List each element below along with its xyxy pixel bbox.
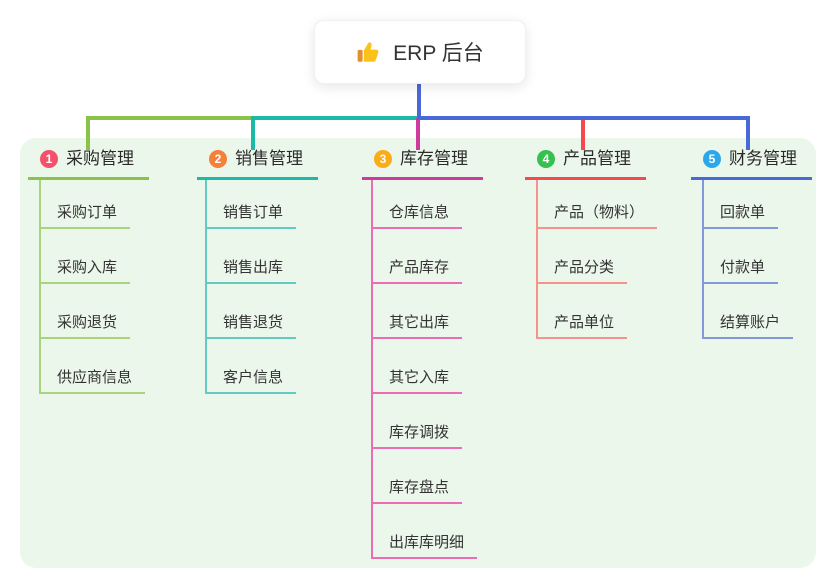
child-item[interactable]: 库存调拨	[373, 394, 463, 449]
child-item[interactable]: 其它出库	[373, 284, 463, 339]
child-item[interactable]: 产品分类	[538, 229, 628, 284]
child-item[interactable]: 采购退货	[41, 284, 131, 339]
branch-label: 库存管理	[400, 149, 468, 168]
child-item[interactable]: 采购订单	[41, 180, 131, 229]
branch-finance-title[interactable]: 5 财务管理	[691, 148, 812, 180]
child-item[interactable]: 结算账户	[704, 284, 794, 339]
child-item[interactable]: 库存盘点	[373, 449, 463, 504]
branch-label: 销售管理	[235, 149, 303, 168]
badge-2: 2	[209, 150, 227, 168]
branch-inventory: 3 库存管理 仓库信息 产品库存 其它出库 其它入库 库存调拨 库存盘点 出库库…	[362, 148, 483, 559]
child-item[interactable]: 回款单	[704, 180, 779, 229]
branch-label: 产品管理	[563, 149, 631, 168]
branch-inventory-title[interactable]: 3 库存管理	[362, 148, 483, 180]
child-item[interactable]: 其它入库	[373, 339, 463, 394]
branch-product: 4 产品管理 产品（物料） 产品分类 产品单位	[525, 148, 658, 339]
child-item[interactable]: 产品单位	[538, 284, 628, 339]
branch-label: 采购管理	[66, 149, 134, 168]
branch-finance-children: 回款单 付款单 结算账户	[702, 180, 794, 339]
child-item[interactable]: 客户信息	[207, 339, 297, 394]
branch-label: 财务管理	[729, 149, 797, 168]
child-item[interactable]: 采购入库	[41, 229, 131, 284]
badge-1: 1	[40, 150, 58, 168]
branch-finance: 5 财务管理 回款单 付款单 结算账户	[691, 148, 812, 339]
child-item[interactable]: 付款单	[704, 229, 779, 284]
child-item[interactable]: 仓库信息	[373, 180, 463, 229]
branch-procurement: 1 采购管理 采购订单 采购入库 采购退货 供应商信息	[28, 148, 149, 394]
thumbs-up-icon	[357, 42, 379, 62]
root-node[interactable]: ERP 后台	[314, 20, 526, 84]
branch-sales-title[interactable]: 2 销售管理	[197, 148, 318, 180]
branches-panel	[20, 138, 816, 568]
child-item[interactable]: 供应商信息	[41, 339, 146, 394]
branch-sales: 2 销售管理 销售订单 销售出库 销售退货 客户信息	[197, 148, 318, 394]
badge-3: 3	[374, 150, 392, 168]
badge-5: 5	[703, 150, 721, 168]
root-node-label: ERP 后台	[393, 42, 484, 65]
child-item[interactable]: 产品库存	[373, 229, 463, 284]
child-item[interactable]: 销售退货	[207, 284, 297, 339]
child-item[interactable]: 出库库明细	[373, 504, 478, 559]
child-item[interactable]: 产品（物料）	[538, 180, 658, 229]
child-item[interactable]: 销售出库	[207, 229, 297, 284]
badge-4: 4	[537, 150, 555, 168]
branch-product-children: 产品（物料） 产品分类 产品单位	[536, 180, 658, 339]
branch-sales-children: 销售订单 销售出库 销售退货 客户信息	[205, 180, 297, 394]
child-item[interactable]: 销售订单	[207, 180, 297, 229]
branch-procurement-title[interactable]: 1 采购管理	[28, 148, 149, 180]
branch-inventory-children: 仓库信息 产品库存 其它出库 其它入库 库存调拨 库存盘点 出库库明细	[371, 180, 478, 559]
branch-product-title[interactable]: 4 产品管理	[525, 148, 646, 180]
branch-procurement-children: 采购订单 采购入库 采购退货 供应商信息	[39, 180, 146, 394]
